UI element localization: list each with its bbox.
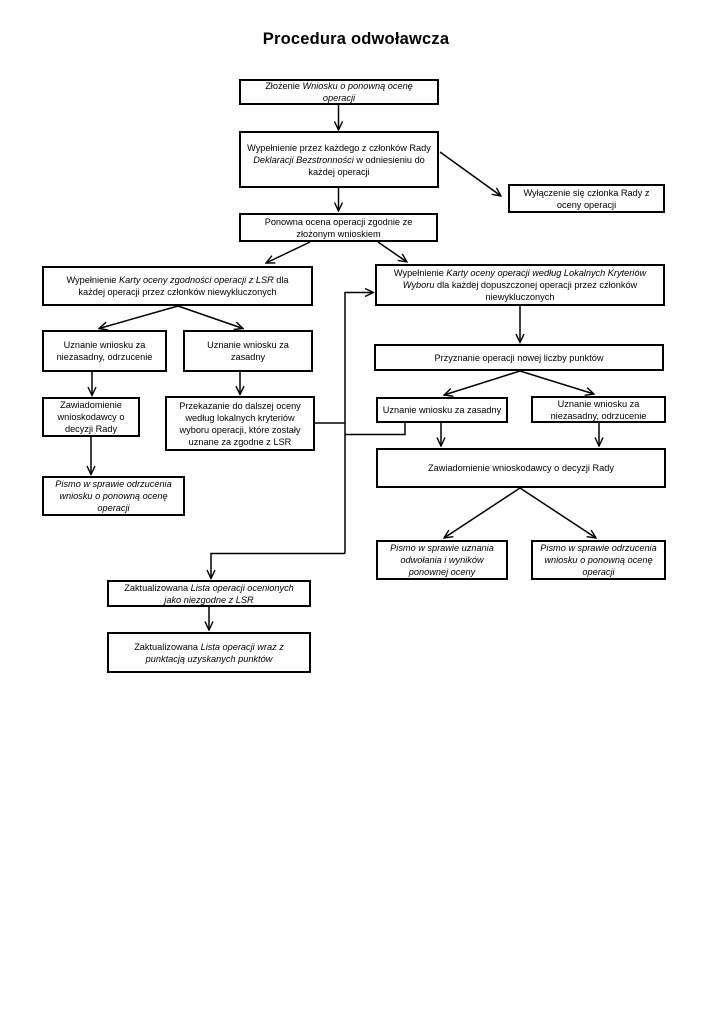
- node-label: Pismo w sprawie uznania odwołania i wyni…: [390, 543, 494, 577]
- node-karta-oceny-zgodnosci: Wypełnienie Karty oceny zgodności operac…: [42, 266, 313, 306]
- node-label: Uznanie wniosku za niezasadny, odrzuceni…: [550, 398, 647, 421]
- page-title: Procedura odwoławcza: [262, 30, 450, 48]
- node-zlozenie-wniosku: Złożenie Wniosku o ponowną ocenę operacj…: [239, 79, 439, 105]
- node-uznanie-zasadny-lewy: Uznanie wniosku za zasadny: [183, 330, 313, 372]
- connector-zgodnosc-to-niezasadny: [99, 305, 179, 329]
- node-lista-operacji-punktacja: Zaktualizowana Lista operacji wraz z pun…: [107, 632, 311, 673]
- connector-przyznanie-to-zasadny-prawy: [444, 370, 521, 395]
- node-ponowna-ocena: Ponowna ocena operacji zgodnie ze złożon…: [239, 213, 438, 242]
- node-label: Wypełnienie przez każdego z członków Rad…: [247, 142, 431, 177]
- node-label: Wyłączenie się członka Rady z oceny oper…: [523, 187, 650, 210]
- node-wylaczenie-czlonka-rady: Wyłączenie się członka Rady z oceny oper…: [508, 184, 665, 213]
- node-deklaracja-bezstronnosci: Wypełnienie przez każdego z członków Rad…: [239, 131, 439, 188]
- node-label: Złożenie Wniosku o ponowną ocenę operacj…: [265, 81, 413, 103]
- node-label: Wypełnienie Karty oceny zgodności operac…: [66, 275, 289, 297]
- node-label: Uznanie wniosku za zasadny: [382, 405, 502, 415]
- node-uznanie-niezasadny-prawy: Uznanie wniosku za niezasadny, odrzuceni…: [531, 396, 666, 423]
- node-uznanie-zasadny-prawy: Uznanie wniosku za zasadny: [376, 397, 508, 423]
- connector-zawiadomienie-to-pismo-uznanie: [444, 487, 521, 538]
- connector-zgodnosc-to-zasadny: [177, 305, 243, 329]
- connector-ponowna-to-karta-zgodnosci: [266, 241, 311, 263]
- node-pismo-uznanie-odwolania: Pismo w sprawie uznania odwołania i wyni…: [376, 540, 508, 580]
- connector-deklaracja-to-wylaczenie: [439, 151, 501, 196]
- node-label: Zawiadomienie wnioskodawcy o decyzji Rad…: [57, 400, 125, 434]
- connector-vertical-to-karta-kryteria: [344, 293, 374, 554]
- node-pismo-odrzucenie-prawe: Pismo w sprawie odrzucenia wniosku o pon…: [531, 540, 666, 580]
- node-przyznanie-punktow: Przyznanie operacji nowej liczby punktów: [374, 344, 664, 371]
- node-karta-oceny-kryteria: Wypełnienie Karty oceny operacji według …: [375, 264, 665, 306]
- node-zawiadomienie-lewe: Zawiadomienie wnioskodawcy o decyzji Rad…: [42, 397, 140, 437]
- node-zawiadomienie-prawe: Zawiadomienie wnioskodawcy o decyzji Rad…: [376, 448, 666, 488]
- node-pismo-odrzucenie-lewe: Pismo w sprawie odrzucenia wniosku o pon…: [42, 476, 185, 516]
- node-label: Zaktualizowana Lista operacji ocenionych…: [124, 582, 294, 605]
- node-label: Ponowna ocena operacji zgodnie ze złożon…: [264, 216, 413, 239]
- node-przekazanie-do-dalszej-oceny: Przekazanie do dalszej oceny według loka…: [165, 396, 315, 451]
- node-label: Zawiadomienie wnioskodawcy o decyzji Rad…: [428, 463, 614, 473]
- node-lista-operacji-niezgodnych: Zaktualizowana Lista operacji ocenionych…: [107, 580, 311, 607]
- node-label: Pismo w sprawie odrzucenia wniosku o pon…: [540, 543, 657, 577]
- connector-przyznanie-to-niezasadny-prawy: [519, 370, 594, 394]
- node-label: Uznanie wniosku za zasadny: [207, 340, 289, 362]
- node-label: Przyznanie operacji nowej liczby punktów: [434, 352, 604, 363]
- connector-vertical-to-lista-niezgodne: [211, 552, 345, 579]
- node-label: Pismo w sprawie odrzucenia wniosku o pon…: [55, 479, 172, 513]
- connector-uznanie-zasadny-prawy-drop: [345, 423, 406, 436]
- node-label: Uznanie wniosku za niezasadny, odrzuceni…: [56, 340, 153, 362]
- connector-zawiadomienie-to-pismo-odrzucenie: [519, 487, 596, 538]
- node-label: Przekazanie do dalszej oceny według loka…: [179, 400, 301, 447]
- node-label: Zaktualizowana Lista operacji wraz z pun…: [134, 641, 284, 664]
- node-uznanie-niezasadny-lewy: Uznanie wniosku za niezasadny, odrzuceni…: [42, 330, 167, 372]
- connector-ponowna-to-karta-kryteria: [377, 241, 407, 262]
- node-label: Wypełnienie Karty oceny operacji według …: [393, 268, 647, 302]
